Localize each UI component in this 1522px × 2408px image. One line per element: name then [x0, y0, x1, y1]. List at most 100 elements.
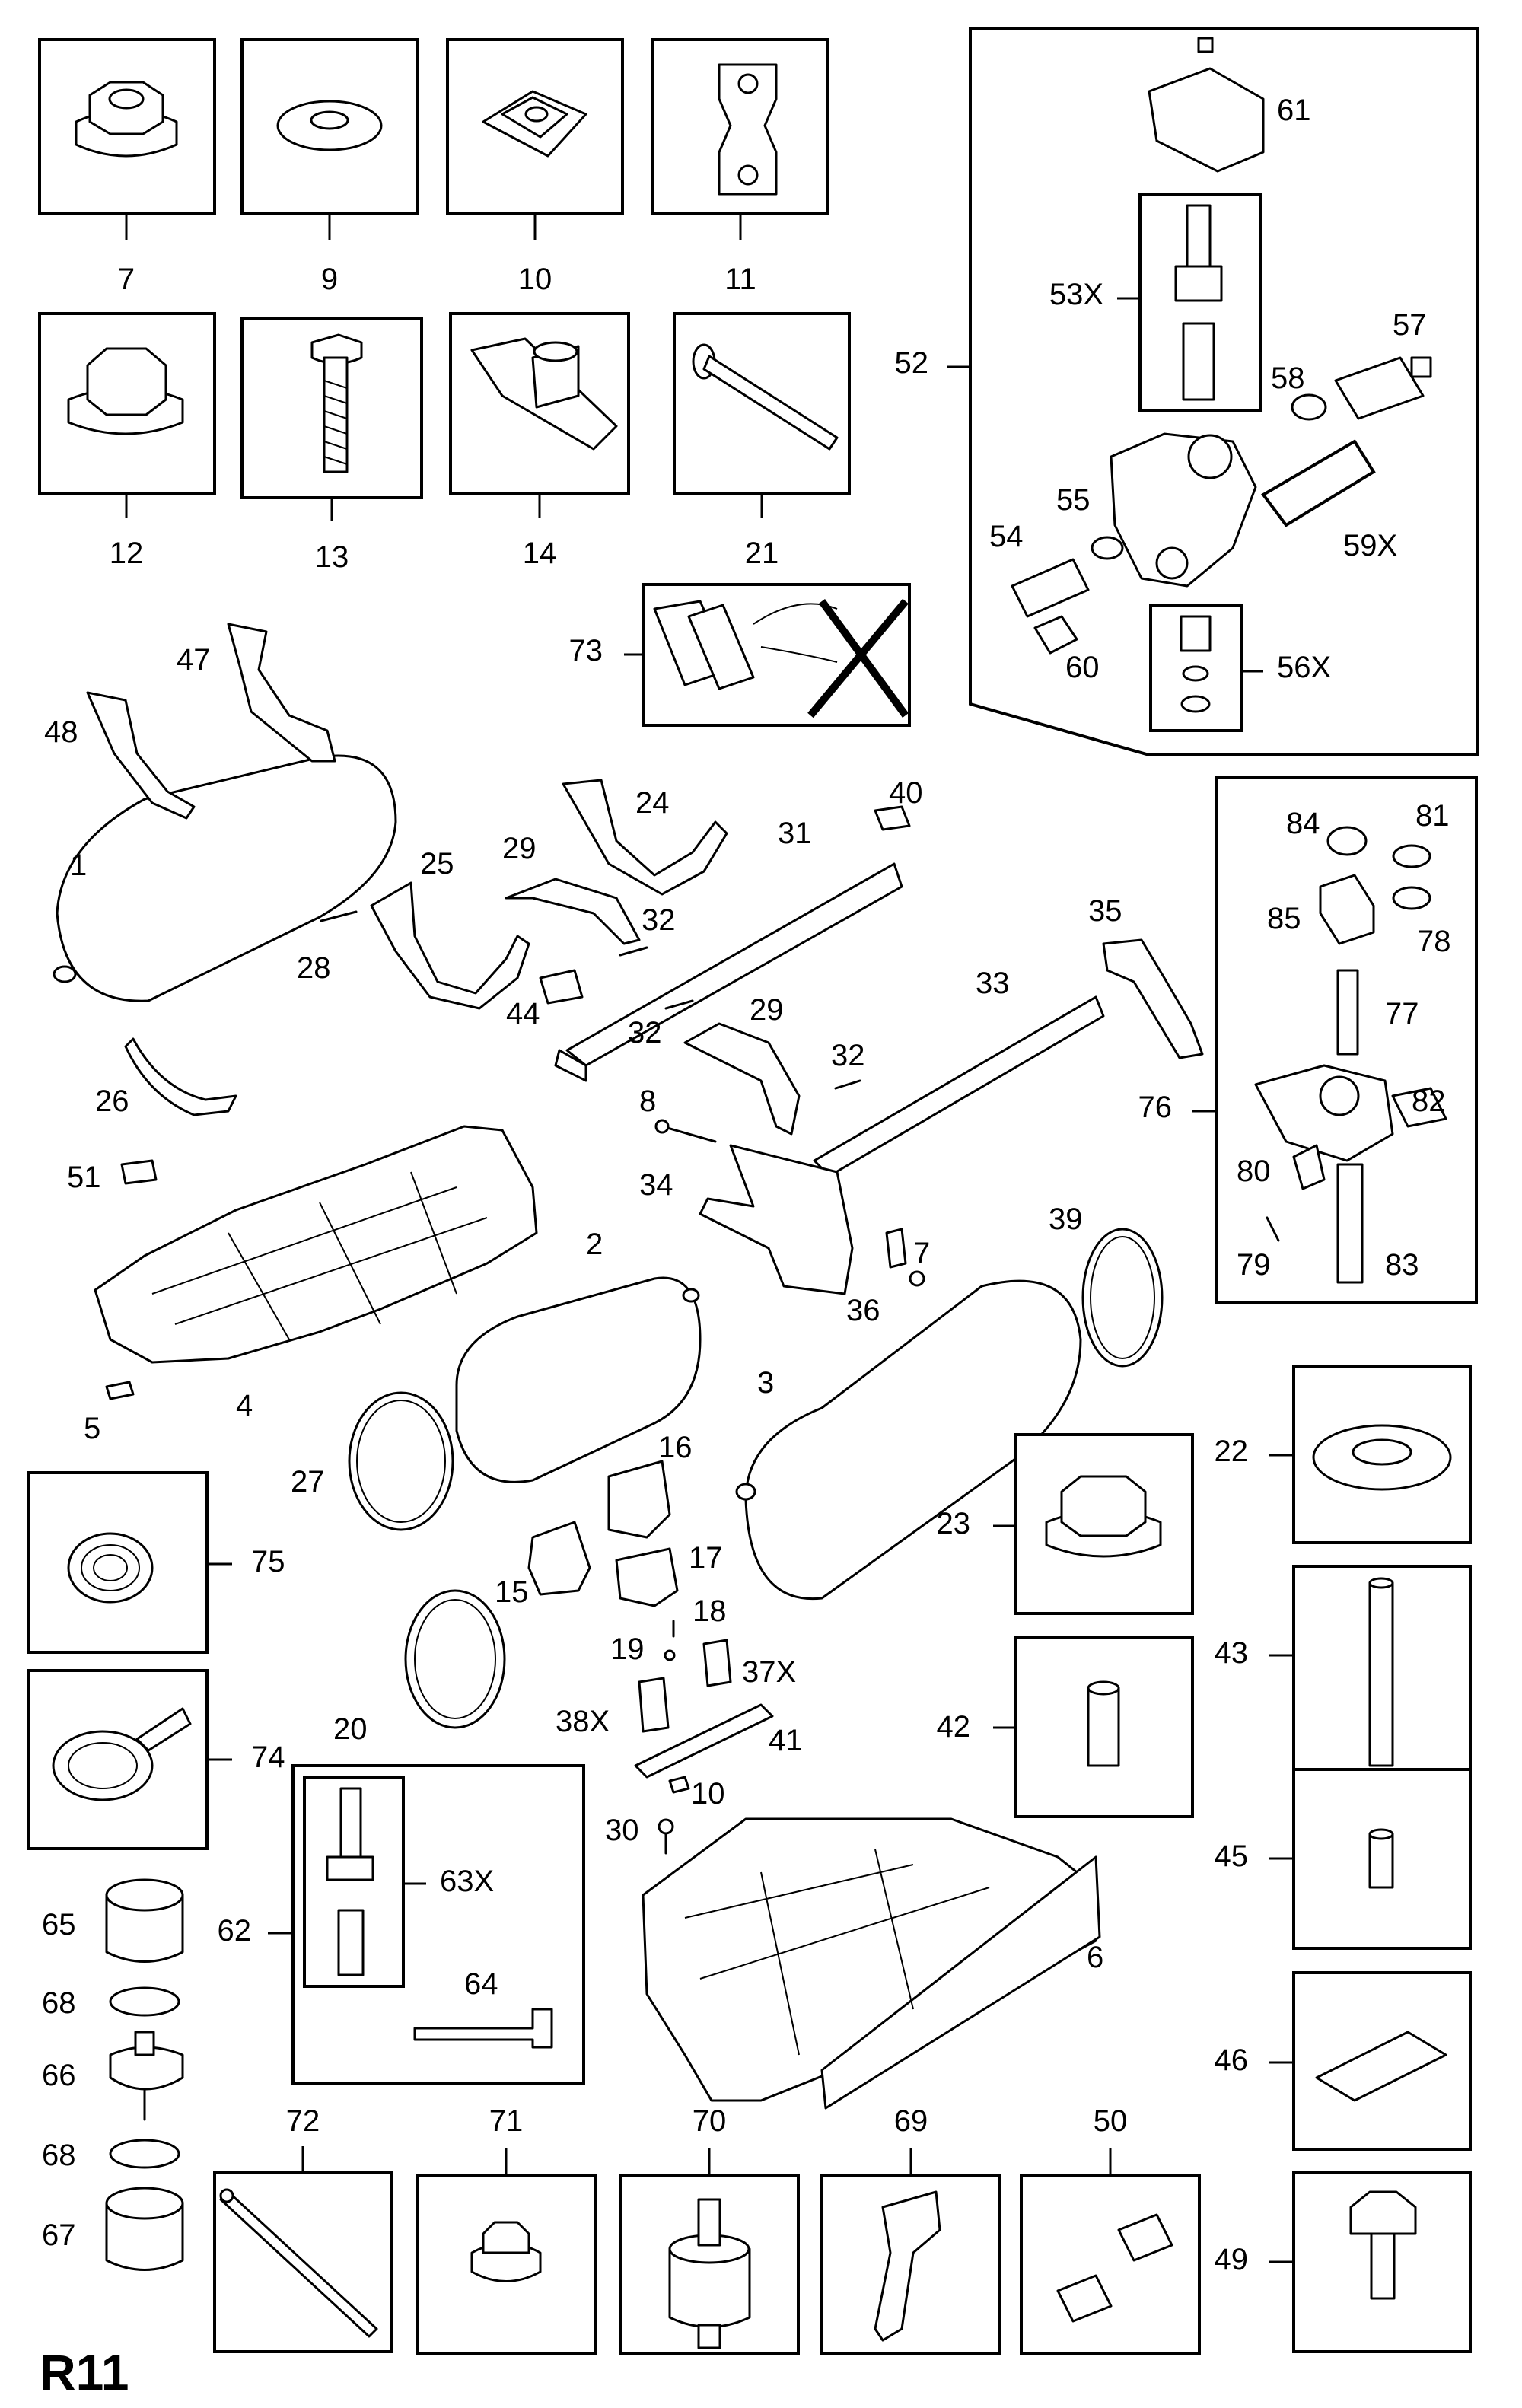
- label-84: 84: [1286, 807, 1320, 840]
- label-33: 33: [976, 967, 1010, 1000]
- label-10-top: 10: [518, 263, 552, 296]
- part-36-clip: 36: [846, 1228, 907, 1327]
- label-8: 8: [639, 1085, 656, 1118]
- label-1: 1: [70, 849, 87, 882]
- label-28: 28: [297, 951, 331, 985]
- part-13-box: 13: [240, 317, 423, 574]
- part-20-ring: 20: [333, 1589, 506, 1746]
- part-10-box: 10: [446, 38, 624, 296]
- part-30-screw: 30: [605, 1814, 674, 1855]
- label-13: 13: [315, 540, 349, 574]
- label-85: 85: [1267, 902, 1301, 935]
- part-43-box: 43: [1215, 1565, 1472, 1788]
- part-22-box: 22: [1215, 1365, 1472, 1544]
- label-26: 26: [95, 1085, 129, 1118]
- part-66-body: 66: [42, 2031, 184, 2121]
- label-30: 30: [605, 1814, 639, 1847]
- label-32-b: 32: [628, 1016, 662, 1050]
- part-72-box: 72: [213, 2104, 393, 2353]
- label-50: 50: [1094, 2104, 1128, 2138]
- label-66: 66: [42, 2059, 76, 2092]
- label-24: 24: [635, 786, 670, 820]
- label-68-a: 68: [42, 1986, 76, 2020]
- label-49: 49: [1215, 2243, 1249, 2276]
- label-77: 77: [1385, 997, 1419, 1030]
- label-47: 47: [177, 643, 211, 677]
- part-46-box: 46: [1215, 1971, 1472, 2151]
- label-12: 12: [110, 537, 144, 570]
- label-73: 73: [569, 634, 603, 667]
- part-25-bracket: 25: [370, 847, 530, 1010]
- part-4-housing: 4: [94, 1125, 538, 1422]
- label-53x: 53X: [1049, 278, 1103, 311]
- label-63x: 63X: [440, 1865, 494, 1898]
- part-8-screw: 8: [639, 1085, 717, 1143]
- part-6-tray: 6: [642, 1817, 1103, 2110]
- part-14-box: 14: [449, 312, 630, 570]
- label-52: 52: [895, 346, 929, 380]
- label-23: 23: [937, 1507, 971, 1540]
- part-31-rail: 31: [554, 817, 903, 1082]
- part-44-clip: 44: [506, 969, 584, 1030]
- part-51-clip: 51: [67, 1159, 158, 1194]
- part-24-bracket: 24: [562, 779, 728, 896]
- label-55: 55: [1056, 483, 1091, 517]
- label-48: 48: [44, 715, 78, 749]
- part-71-box: 71: [416, 2104, 597, 2355]
- part-69-box: 69: [820, 2104, 1001, 2355]
- part-70-box: 70: [619, 2104, 800, 2355]
- part-32-pins: 32 32 32: [619, 903, 865, 1090]
- part-42-box: 42: [937, 1636, 1194, 1818]
- part-38x-clip: 38X: [556, 1677, 670, 1738]
- part-2-tank: 2: [455, 1228, 702, 1483]
- part-15-plate: 15: [495, 1521, 591, 1609]
- part-73-box: 73: [569, 583, 911, 727]
- label-6: 6: [1087, 1941, 1103, 1974]
- label-10-small: 10: [691, 1777, 725, 1811]
- part-12-box: 12: [38, 312, 216, 570]
- label-57: 57: [1393, 308, 1427, 342]
- part-35-bracket: 35: [1088, 894, 1204, 1059]
- label-75: 75: [251, 1545, 285, 1578]
- part-67-cup: 67: [42, 2187, 184, 2271]
- label-9: 9: [321, 263, 338, 296]
- part-74-box: 74: [27, 1669, 285, 1850]
- label-81: 81: [1415, 799, 1450, 833]
- label-51: 51: [67, 1161, 101, 1194]
- label-4: 4: [236, 1389, 253, 1422]
- part-47-strap: 47: [177, 623, 336, 763]
- diagram-code: R11: [40, 2344, 129, 2400]
- part-10-clip: 10: [668, 1776, 725, 1811]
- label-29-b: 29: [750, 993, 784, 1027]
- label-60: 60: [1065, 651, 1100, 684]
- label-71: 71: [489, 2104, 524, 2138]
- part-65-cap: 65: [42, 1878, 184, 1963]
- label-56x: 56X: [1277, 651, 1331, 684]
- part-16-cover: 16: [607, 1431, 693, 1539]
- label-76: 76: [1138, 1091, 1173, 1124]
- label-65: 65: [42, 1908, 76, 1941]
- part-41-rail: 41: [634, 1703, 803, 1779]
- part-45-box: 45: [1215, 1768, 1472, 1950]
- label-68-b: 68: [42, 2139, 76, 2172]
- label-27: 27: [291, 1465, 325, 1499]
- label-22: 22: [1215, 1435, 1249, 1468]
- label-41: 41: [769, 1724, 803, 1757]
- label-46: 46: [1215, 2043, 1249, 2077]
- label-58: 58: [1271, 362, 1305, 395]
- label-21: 21: [745, 537, 779, 570]
- label-43: 43: [1215, 1636, 1249, 1670]
- label-70: 70: [693, 2104, 727, 2138]
- part-5-clip: 5: [84, 1381, 135, 1445]
- label-14: 14: [523, 537, 557, 570]
- part-39-ring: 39: [1049, 1202, 1164, 1368]
- part-1-tank: 1: [53, 754, 397, 1002]
- part-21-box: 21: [673, 312, 851, 570]
- part-3-tank: 3: [735, 1279, 1082, 1601]
- label-7-small: 7: [913, 1237, 930, 1270]
- label-7: 7: [118, 263, 135, 296]
- label-67: 67: [42, 2218, 76, 2252]
- label-16: 16: [658, 1431, 693, 1464]
- part-68-ring-b: 68: [42, 2139, 180, 2172]
